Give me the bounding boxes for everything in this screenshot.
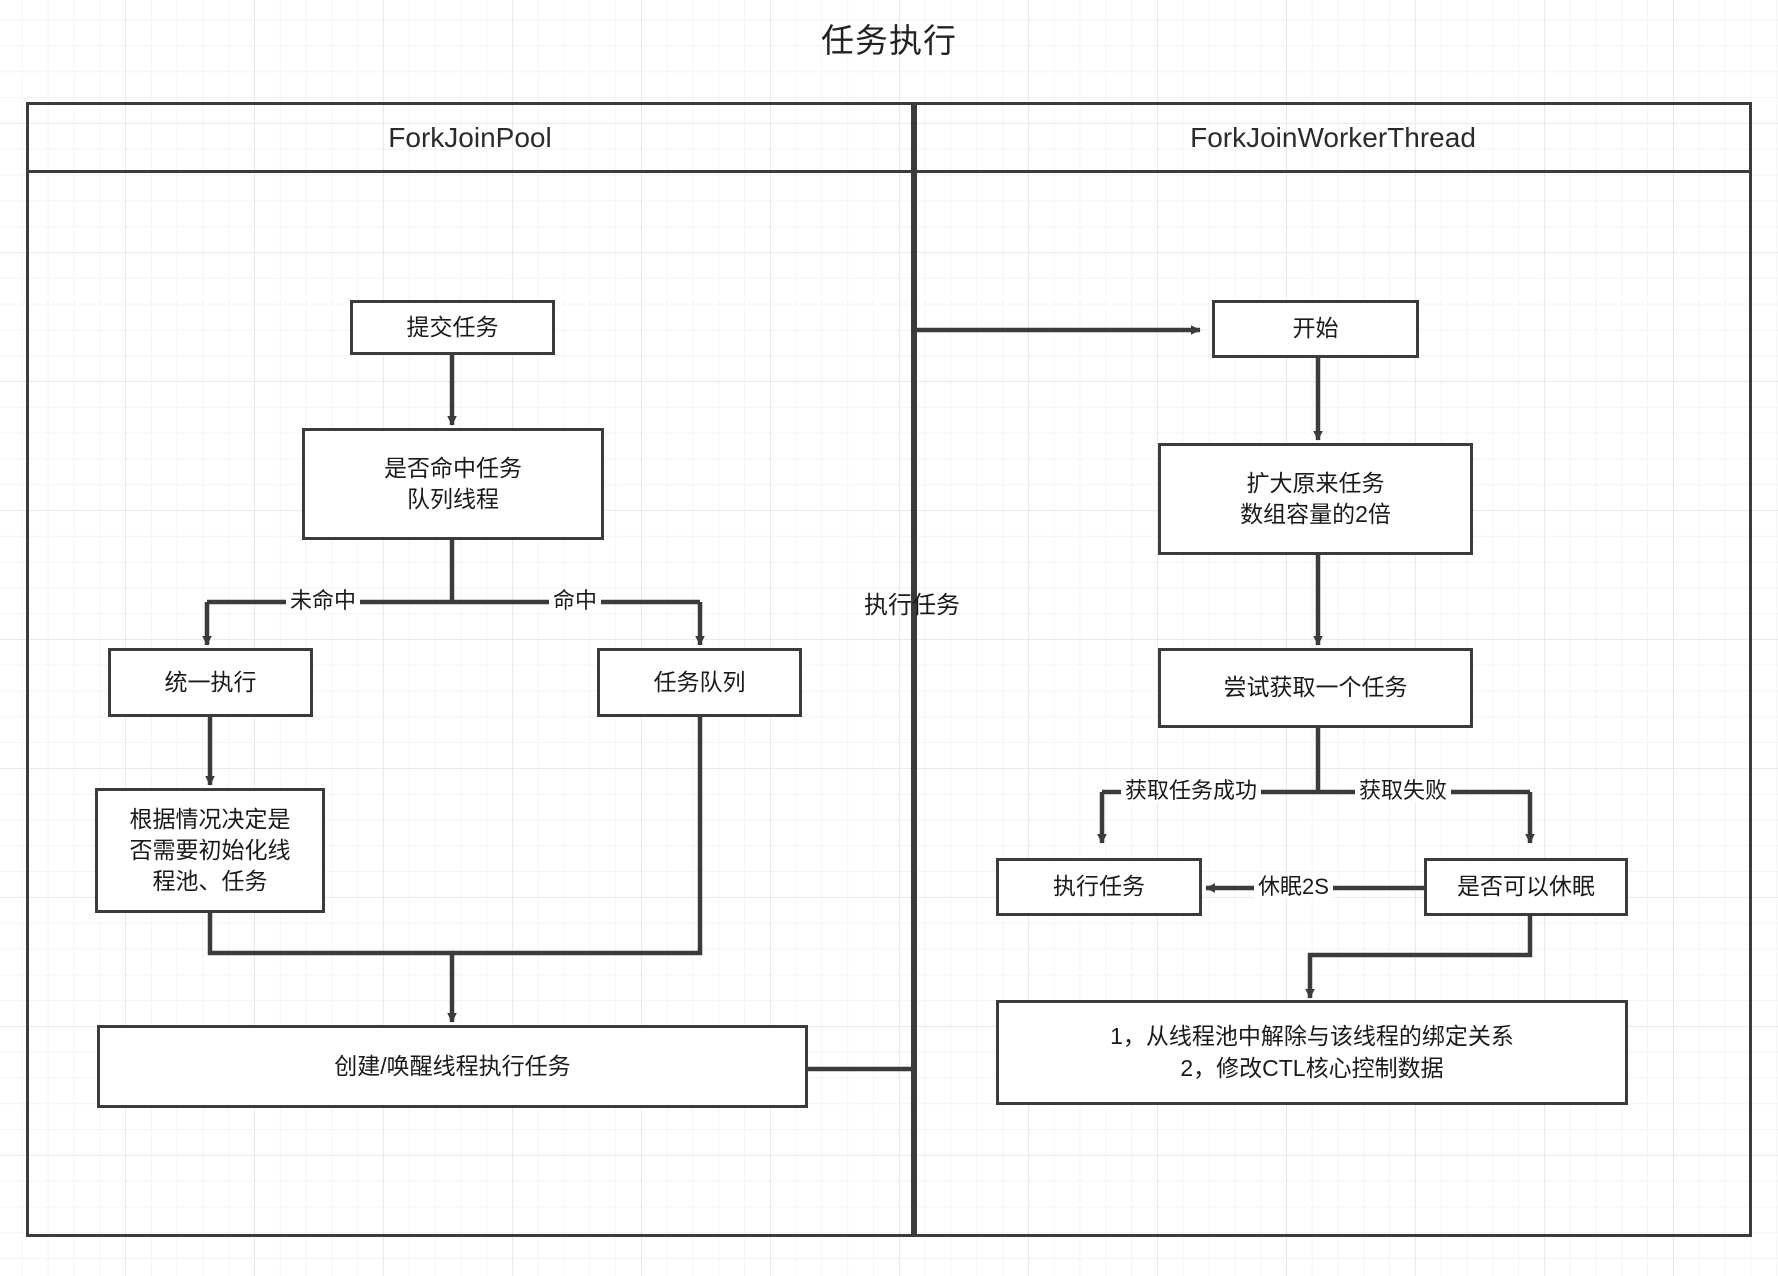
node-task-queue[interactable]: 任务队列: [597, 648, 802, 717]
node-can-sleep[interactable]: 是否可以休眠: [1424, 858, 1628, 916]
edge-label-get-task-success: 获取任务成功: [1121, 780, 1262, 802]
node-execute-task[interactable]: 执行任务: [996, 858, 1202, 916]
edge-label-hit: 命中: [549, 590, 602, 612]
node-try-get-one-task[interactable]: 尝试获取一个任务: [1158, 648, 1473, 728]
page-title: 任务执行: [821, 22, 957, 59]
lane-forkjoinpool-header: ForkJoinPool: [29, 105, 911, 173]
node-create-or-wake-thread[interactable]: 创建/唤醒线程执行任务: [97, 1025, 808, 1108]
node-expand-task-array[interactable]: 扩大原来任务 数组容量的2倍: [1158, 443, 1473, 555]
edge-label-sleep-2s: 休眠2S: [1254, 876, 1333, 898]
lane-forkjoinworkerthread-header: ForkJoinWorkerThread: [917, 105, 1749, 173]
node-start[interactable]: 开始: [1212, 300, 1419, 358]
node-decide-init-pool-task[interactable]: 根据情况决定是 否需要初始化线 程池、任务: [95, 788, 325, 913]
edge-label-miss: 未命中: [286, 590, 361, 612]
edge-label-get-task-failed: 获取失败: [1355, 780, 1452, 802]
edge-label-exec-task: 执行任务: [864, 592, 960, 619]
node-unified-execute[interactable]: 统一执行: [108, 648, 313, 717]
node-unbind-and-modify-ctl[interactable]: 1，从线程池中解除与该线程的绑定关系 2，修改CTL核心控制数据: [996, 1000, 1628, 1105]
node-submit-task[interactable]: 提交任务: [350, 300, 555, 355]
node-is-hit-task-queue-thread[interactable]: 是否命中任务 队列线程: [302, 428, 604, 540]
